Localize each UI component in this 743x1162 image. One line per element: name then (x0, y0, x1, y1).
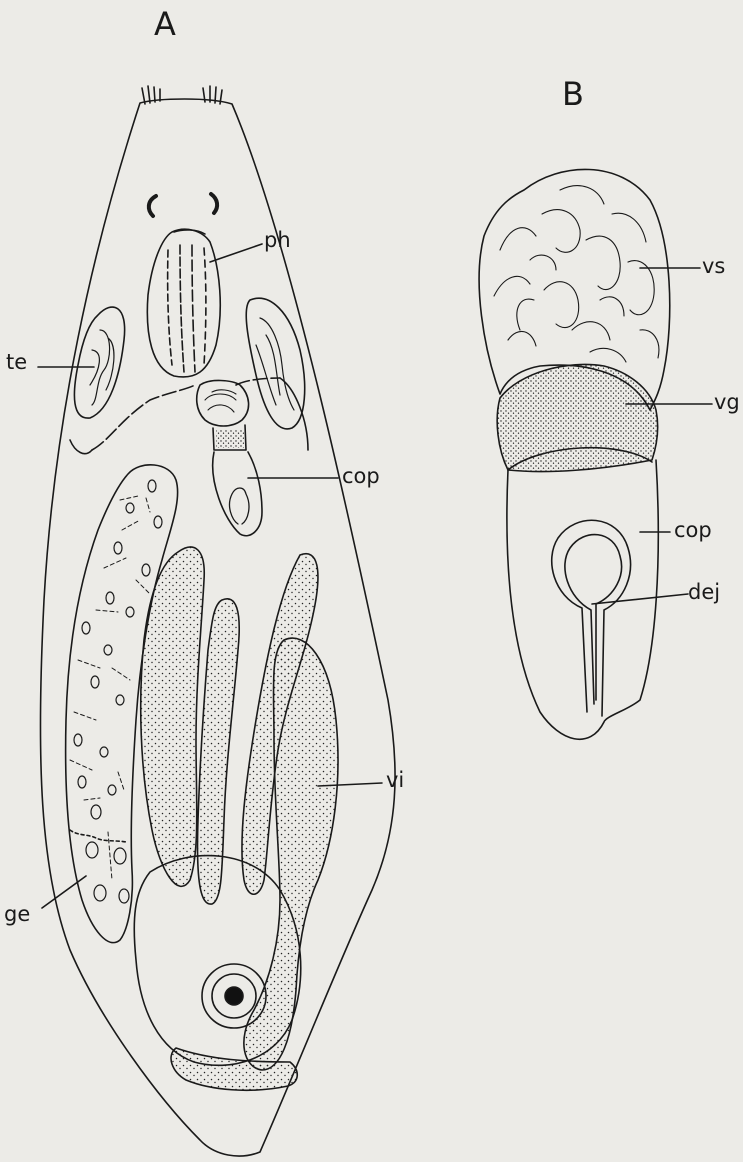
copulatory-organ-a (197, 380, 249, 426)
panel-label-a: A (154, 8, 176, 40)
label-ph: ph (264, 230, 291, 251)
label-vi: vi (386, 770, 404, 791)
pharynx (147, 229, 220, 377)
label-dej: dej (688, 582, 720, 603)
label-cop-b: cop (674, 520, 712, 541)
vesicle-folds (494, 186, 659, 362)
vitellaria (141, 547, 338, 1090)
eyespot-right (211, 194, 217, 213)
gut-outline (92, 378, 280, 450)
label-te: te (6, 352, 27, 373)
vesicular-gland (497, 364, 657, 471)
panel-label-b: B (562, 78, 584, 110)
leader-ph (210, 244, 262, 262)
figure-a-worm (38, 86, 395, 1156)
label-ge: ge (4, 904, 30, 925)
leader-dej (592, 594, 688, 604)
figure-b-copulatory-apparatus (479, 169, 712, 739)
eyespot-left (149, 196, 156, 216)
label-cop-a: cop (342, 466, 380, 487)
label-vg: vg (714, 392, 740, 413)
label-vs: vs (702, 256, 725, 277)
